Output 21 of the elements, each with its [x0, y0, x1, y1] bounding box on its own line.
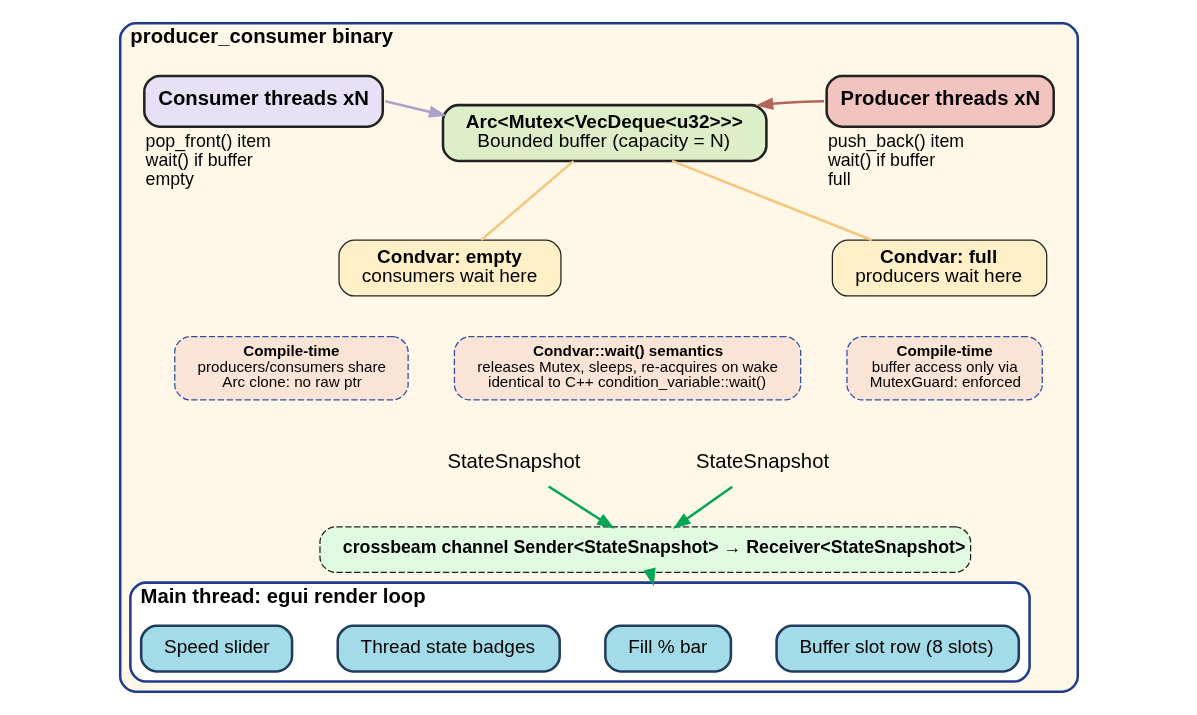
node-label: push_back() item wait() if buffer full — [827, 131, 964, 190]
node-box: Buffer slot row (8 slots) — [774, 624, 1020, 673]
arrow — [755, 97, 824, 110]
connector — [479, 160, 574, 241]
node-box: Speed slider — [139, 624, 293, 673]
node-box: Fill % bar — [603, 624, 732, 673]
node-box: Condvar::wait() semantics releases Mutex, sleeps, re-acquires on wake identical to C++ condition_variable::wait() — [453, 335, 801, 401]
node-box: Condvar: full producers wait here — [831, 239, 1047, 297]
node-box: Condvar: empty consumers wait here — [337, 239, 562, 297]
node-box: Thread state badges — [335, 624, 561, 673]
node-box: Compile-time producers/consumers share Arc clone: no raw ptr — [173, 335, 409, 401]
arrow — [643, 567, 656, 587]
arrow — [547, 485, 615, 529]
node-label: pop_front() item wait() if buffer empty — [145, 131, 271, 190]
connector — [671, 159, 872, 242]
arrow — [672, 485, 733, 529]
node-text: StateSnapshot — [446, 450, 580, 473]
arrow — [384, 100, 447, 118]
node-box: Arc<Mutex<VecDeque<u32>>> Bounded buffer (capacity = N) — [441, 103, 768, 163]
node-text: StateSnapshot — [695, 450, 829, 473]
node-box: Compile-time buffer access only via MutexGuard: enforced — [845, 335, 1043, 401]
